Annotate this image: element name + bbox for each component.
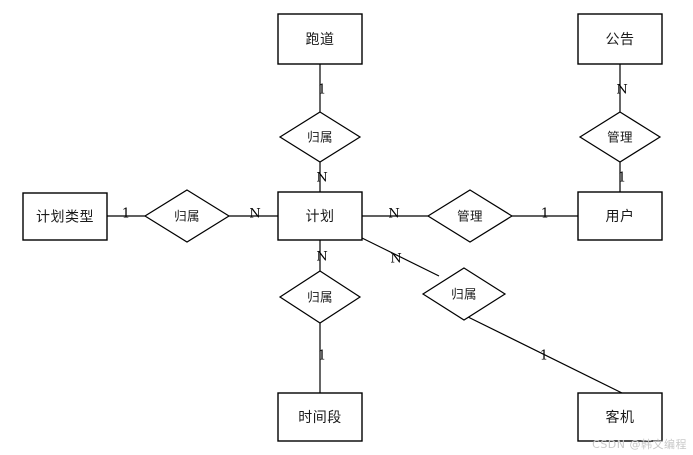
entity-box [277, 191, 363, 241]
relationship-label: 归属 [307, 130, 333, 145]
relationship-diamond [578, 111, 662, 163]
relationship-label: 归属 [307, 290, 333, 305]
entity-node[interactable]: 用户 [577, 191, 663, 241]
relationship-label: 管理 [457, 209, 483, 224]
relationship-label: 归属 [174, 209, 200, 224]
entity-label: 公告 [606, 32, 635, 48]
cardinality-label: N [616, 83, 627, 98]
cardinality-label: N [388, 207, 399, 222]
relationship-diamond [278, 111, 362, 163]
relationship-diamond [278, 270, 362, 324]
connection-line [465, 315, 623, 394]
cardinality-label: 1 [541, 207, 549, 222]
cardinality-label: 1 [618, 171, 626, 186]
entity-box [577, 13, 663, 65]
csdn-watermark: CSDN @韩文编程 [592, 438, 687, 451]
relationship-label: 管理 [607, 130, 633, 145]
cardinality-label: N [316, 250, 327, 265]
entity-box [277, 13, 363, 65]
cardinality-label: 1 [318, 349, 326, 364]
entity-box [577, 392, 663, 442]
relationship-node[interactable]: 归属 [278, 270, 362, 324]
cardinality-label: 1 [318, 83, 326, 98]
entity-label: 用户 [606, 208, 635, 225]
relationship-node[interactable]: 归属 [278, 111, 362, 163]
relationship-diamond [143, 189, 231, 243]
entity-label: 计划类型 [36, 210, 94, 226]
relationship-diamond [421, 267, 507, 321]
cardinality-label: N [390, 252, 401, 267]
cardinality-label: 1 [122, 207, 130, 222]
relationship-node[interactable]: 归属 [421, 267, 507, 321]
entity-label: 跑道 [306, 32, 335, 48]
relationship-node[interactable]: 管理 [426, 189, 514, 243]
entity-label: 客机 [606, 409, 635, 426]
relationship-diamond [426, 189, 514, 243]
entity-node[interactable]: 计划 [277, 191, 363, 241]
cardinality-label: 1 [540, 349, 548, 364]
connection-line [361, 237, 440, 277]
entity-node[interactable]: 公告 [577, 13, 663, 65]
entity-node[interactable]: 跑道 [277, 13, 363, 65]
entity-node[interactable]: 客机 [577, 392, 663, 442]
relationship-label: 归属 [451, 287, 477, 302]
entity-label: 时间段 [298, 410, 342, 426]
relationship-node[interactable]: 管理 [578, 111, 662, 163]
entity-box [22, 192, 108, 241]
entity-node[interactable]: 时间段 [277, 392, 363, 442]
entity-box [577, 191, 663, 241]
relationship-node[interactable]: 归属 [143, 189, 231, 243]
connection-layer [107, 64, 623, 394]
relationship-layer: 归属管理归属管理归属归属 [143, 111, 662, 324]
cardinality-label: N [316, 171, 327, 186]
entity-node[interactable]: 计划类型 [22, 192, 108, 241]
cardinality-label: N [249, 207, 260, 222]
entity-label: 计划 [306, 209, 335, 225]
entity-box [277, 392, 363, 442]
